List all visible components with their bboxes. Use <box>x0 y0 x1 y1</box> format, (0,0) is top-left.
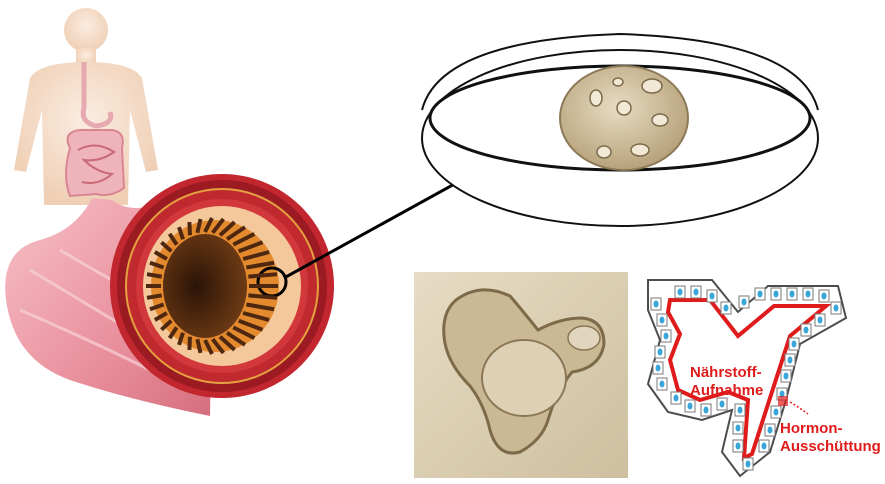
cell-nucleus <box>774 291 779 298</box>
hormone-label-line1: Hormon- <box>780 420 881 438</box>
cell-nucleus <box>724 305 729 312</box>
cell-nucleus <box>664 333 669 340</box>
cell-nucleus <box>658 349 663 356</box>
cell-nucleus <box>758 291 763 298</box>
villus <box>147 295 162 297</box>
cell-nucleus <box>660 381 665 388</box>
cell-nucleus <box>774 409 779 416</box>
hormone-dots <box>790 402 808 414</box>
cell-nucleus <box>784 373 789 380</box>
intestine-cross-section <box>110 174 334 398</box>
cell-nucleus <box>710 293 715 300</box>
cell-nucleus <box>792 341 797 348</box>
cell-nucleus <box>806 291 811 298</box>
cell-nucleus <box>742 299 747 306</box>
cell-nucleus <box>678 289 683 296</box>
nutrient-label-line2: Aufnahme <box>690 382 763 400</box>
nutrient-label: Nährstoff- Aufnahme <box>690 364 763 400</box>
cell-nucleus <box>674 395 679 402</box>
cell-nucleus <box>768 427 773 434</box>
cell-nucleus <box>762 443 767 450</box>
cell-nucleus <box>790 291 795 298</box>
cell-nucleus <box>804 327 809 334</box>
cell-nucleus <box>694 289 699 296</box>
villus <box>248 295 277 297</box>
villus <box>248 274 277 276</box>
cell-nucleus <box>660 317 665 324</box>
cell-nucleus <box>788 357 793 364</box>
villus <box>189 337 190 350</box>
cell-nucleus <box>736 425 741 432</box>
cell-nucleus <box>736 443 741 450</box>
cell-nucleus <box>656 365 661 372</box>
cell-nucleus <box>738 407 743 414</box>
cell-nucleus <box>704 407 709 414</box>
hormone-label: Hormon- Ausschüttung <box>780 420 881 456</box>
hormone-label-line2: Ausschüttung <box>780 438 881 456</box>
cell-nucleus <box>834 305 839 312</box>
organoid-in-dish <box>560 66 688 170</box>
villus <box>147 274 162 276</box>
cell-nucleus <box>654 301 659 308</box>
nutrient-label-line1: Nährstoff- <box>690 364 763 382</box>
hormone-cell <box>778 396 788 406</box>
villus <box>189 222 190 235</box>
cell-nucleus <box>720 401 725 408</box>
organoid-photo <box>414 272 628 478</box>
cell-nucleus <box>688 403 693 410</box>
cell-nucleus <box>822 293 827 300</box>
cell-nucleus <box>746 461 751 468</box>
cell-nucleus <box>818 317 823 324</box>
